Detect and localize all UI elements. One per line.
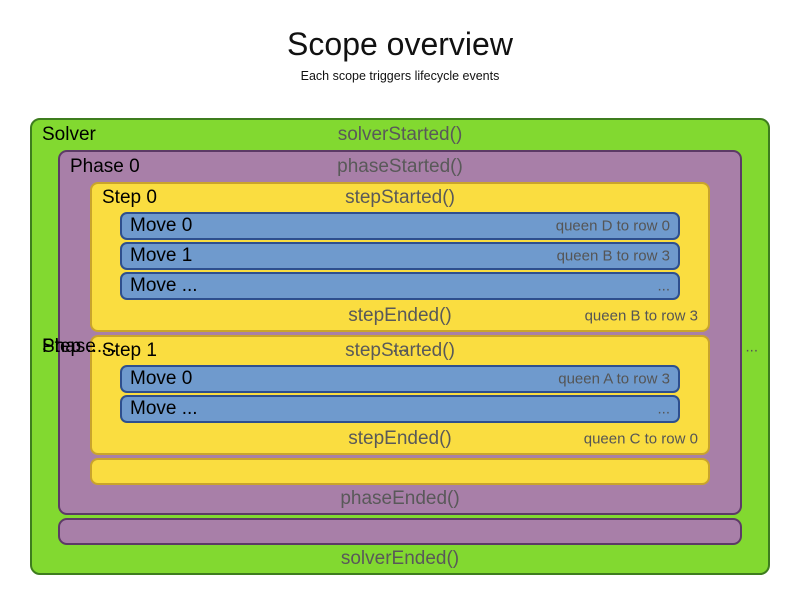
move-note: ... [657,277,670,295]
step-more-box: Step ... ... ... [42,336,758,485]
step-0-scope-box: Step 0 stepStarted() Move 0 queen D to r… [90,182,710,332]
solver-label: Solver [42,124,96,145]
step-0-label: Step 0 [102,187,157,208]
move-note: queen D to row 0 [555,217,670,235]
step-0-ended-event: stepEnded() [348,305,452,326]
step-more-label: Step ... [42,335,103,357]
solver-footer-row: solverEnded() [32,545,768,573]
move-note: queen A to row 3 [558,370,670,388]
step-0-move-0-box: Move 0 queen D to row 0 [120,212,680,240]
step-1-ended-note: queen C to row 0 [583,430,698,448]
step-1-footer-row: stepEnded() queen C to row 0 [92,425,708,453]
step-1-header-row: Step 1 stepStarted() [92,337,708,365]
step-1-label: Step 1 [102,340,157,361]
move-note: queen B to row 3 [556,247,670,265]
solver-ended-event: solverEnded() [340,548,460,569]
phase-0-scope-box: Phase 0 phaseStarted() Step 0 stepStarte… [42,150,758,515]
step-0-ended-note: queen B to row 3 [584,307,698,325]
step-0-move-1-box: Move 1 queen B to row 3 [120,242,680,270]
move-note: ... [657,400,670,418]
move-label: Move 1 [130,245,193,266]
step-0-footer-row: stepEnded() queen B to row 3 [92,302,708,330]
phase-ended-event: phaseEnded() [340,488,460,509]
phase-started-event: phaseStarted() [337,156,463,177]
step-0-started-event: stepStarted() [345,187,455,208]
phase-0-label: Phase 0 [70,156,140,177]
page-title: Scope overview [287,26,513,62]
step-1-started-event: stepStarted() [345,340,455,361]
phase-more-center-ellipsis: ... [392,335,408,357]
step-more-right-ellipsis: ... [745,338,758,355]
move-label: Move ... [130,275,198,296]
phase-0-header-row: Phase 0 phaseStarted() [60,152,740,182]
move-label: Move 0 [130,368,193,389]
solver-header-row: Solver solverStarted() [32,120,768,150]
solver-started-event: solverStarted() [337,124,463,145]
step-0-header-row: Step 0 stepStarted() [92,184,708,212]
step-1-move-more-box: Move ... ... [120,395,680,423]
page-subtitle: Each scope triggers lifecycle events [300,69,500,83]
step-1-scope-box: Step 1 stepStarted() Move 0 queen A to r… [90,335,710,455]
move-label: Move 0 [130,215,193,236]
move-label: Move ... [130,398,198,419]
step-1-ended-event: stepEnded() [348,428,452,449]
step-more-center-ellipsis: ... [392,335,408,357]
phase-0-footer-row: phaseEnded() [60,485,740,513]
step-1-move-0-box: Move 0 queen A to row 3 [120,365,680,393]
solver-scope-box: Solver solverStarted() Phase 0 phaseStar… [30,118,770,575]
phase-more-label: Phase ... [42,335,117,357]
phase-more-box: Phase ... ... [42,336,742,545]
step-0-move-more-box: Move ... ... [120,272,680,300]
